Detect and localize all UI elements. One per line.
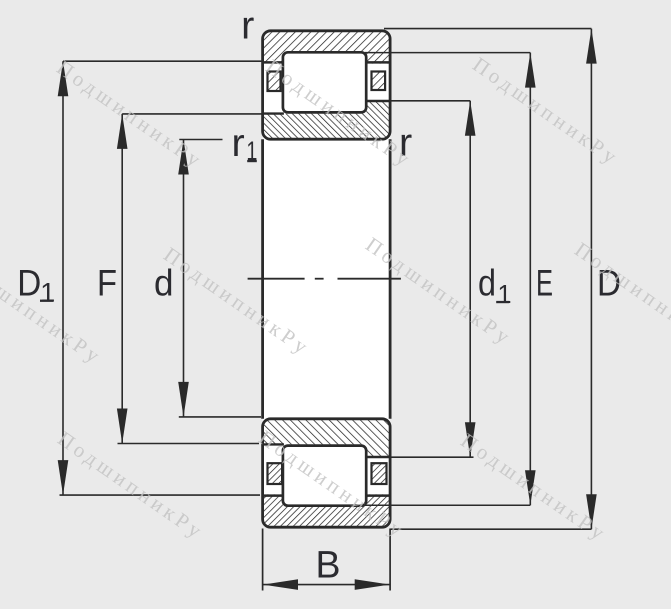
svg-text:1: 1 (40, 278, 55, 308)
svg-text:d: d (478, 263, 496, 304)
svg-text:1: 1 (498, 279, 512, 309)
svg-text:1: 1 (246, 136, 257, 166)
svg-text:r: r (232, 122, 245, 165)
svg-text:r: r (399, 122, 412, 165)
svg-text:D: D (597, 263, 621, 304)
svg-text:B: B (316, 544, 341, 586)
svg-text:r: r (241, 4, 254, 47)
svg-text:F: F (97, 263, 117, 304)
svg-text:D: D (17, 263, 41, 304)
svg-text:d: d (154, 263, 174, 304)
svg-text:E: E (536, 263, 553, 304)
